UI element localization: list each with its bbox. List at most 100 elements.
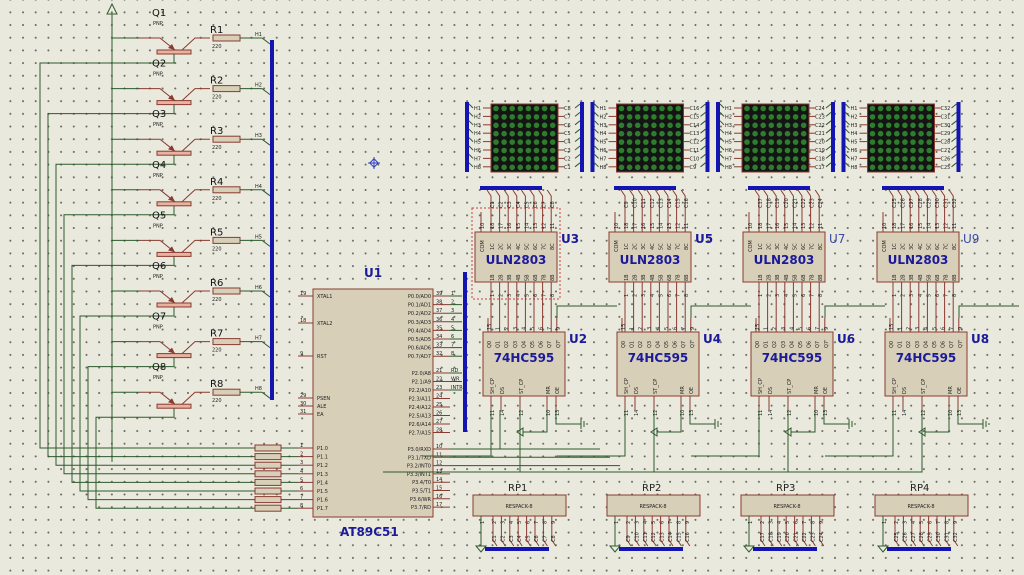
wire[interactable]	[468, 112, 474, 117]
clock-wire[interactable]	[825, 410, 894, 457]
pin[interactable]	[763, 189, 769, 232]
clock-wire[interactable]	[557, 410, 626, 457]
base-wire[interactable]	[79, 307, 255, 492]
pin[interactable]	[768, 516, 774, 547]
pin[interactable]	[922, 189, 928, 232]
wire[interactable]	[951, 137, 957, 142]
latch-wire[interactable]	[785, 410, 923, 473]
clock-wire[interactable]	[423, 410, 492, 457]
pin[interactable]	[629, 189, 635, 232]
driver-U5[interactable]: 10COMC9181C1B1C10172C2B2C11163C3B3C12154…	[608, 186, 713, 332]
wire[interactable]	[825, 162, 832, 168]
base-wire[interactable]	[71, 256, 255, 483]
pin[interactable]	[814, 189, 820, 232]
wire[interactable]	[594, 120, 599, 126]
shift-register-U6[interactable]: 15Q01Q12Q23Q34Q45Q56Q67Q79Q7'U674HC595SH…	[651, 305, 885, 473]
wire[interactable]	[574, 103, 581, 109]
base-wire[interactable]	[63, 205, 255, 475]
oe-wire[interactable]	[555, 410, 581, 425]
wire[interactable]	[951, 120, 957, 126]
pin[interactable]	[643, 516, 649, 547]
pin[interactable]	[668, 516, 674, 547]
pin[interactable]	[654, 189, 660, 232]
wire[interactable]	[594, 128, 599, 134]
pin[interactable]	[810, 516, 816, 547]
pin[interactable]	[542, 516, 548, 547]
resistor-wire[interactable]	[240, 290, 271, 298]
wire[interactable]	[845, 162, 850, 168]
collector-lead[interactable]	[181, 88, 210, 101]
pin[interactable]	[936, 516, 942, 547]
wire[interactable]	[719, 137, 725, 142]
wire[interactable]	[951, 145, 957, 151]
shift-register-U8[interactable]: 15Q01Q12Q23Q34Q45Q56Q67Q79Q7'U874HC595SH…	[785, 305, 1019, 473]
pin[interactable]	[538, 189, 544, 232]
wire[interactable]	[845, 154, 850, 159]
wire[interactable]	[468, 145, 474, 151]
shift-register-U4[interactable]: 15Q01Q12Q23Q34Q45Q56Q67Q79Q7'U474HC595SH…	[517, 305, 751, 473]
wire[interactable]	[825, 137, 832, 142]
pin[interactable]	[672, 189, 678, 232]
resistor-wire[interactable]	[240, 239, 271, 247]
wire[interactable]	[825, 154, 832, 159]
pin[interactable]	[780, 189, 786, 232]
wire[interactable]	[594, 112, 599, 117]
wire[interactable]	[468, 103, 474, 109]
wire[interactable]	[594, 162, 599, 168]
base-wire[interactable]	[47, 104, 255, 458]
pin[interactable]	[797, 189, 803, 232]
pin[interactable]	[620, 189, 626, 232]
pin[interactable]	[785, 516, 791, 547]
pin[interactable]	[794, 516, 800, 547]
wire[interactable]	[951, 103, 957, 109]
resistor-wire[interactable]	[240, 391, 271, 399]
collector-lead[interactable]	[181, 189, 210, 203]
pin[interactable]	[931, 189, 937, 232]
wire[interactable]	[594, 103, 599, 109]
wire[interactable]	[951, 128, 957, 134]
pin[interactable]	[894, 516, 900, 547]
wire[interactable]	[700, 103, 706, 109]
wire[interactable]	[594, 154, 599, 159]
pin[interactable]	[905, 189, 911, 232]
shift-register-U2[interactable]: 15Q01Q12Q23Q34Q45Q56Q67Q79Q7'U274HC595SH…	[383, 305, 617, 473]
pin[interactable]	[663, 189, 669, 232]
pin[interactable]	[646, 189, 652, 232]
wire[interactable]	[719, 128, 725, 134]
pin[interactable]	[802, 516, 808, 547]
wire[interactable]	[468, 154, 474, 159]
pin[interactable]	[660, 516, 666, 547]
base-wire[interactable]	[39, 54, 255, 449]
selection-box[interactable]	[471, 207, 561, 300]
pin[interactable]	[919, 516, 925, 547]
wire[interactable]	[574, 162, 581, 168]
collector-lead[interactable]	[181, 37, 210, 51]
driver-U3[interactable]: 10COMC1181C1B1C2172C2B2C3163C3B3C4154C4B…	[471, 186, 579, 332]
collector-lead[interactable]	[181, 341, 210, 354]
pin[interactable]	[819, 516, 825, 547]
pin[interactable]	[551, 516, 557, 547]
wire[interactable]	[845, 137, 850, 142]
wire[interactable]	[574, 112, 581, 117]
wire[interactable]	[719, 154, 725, 159]
pin[interactable]	[512, 189, 518, 232]
cascade-wire[interactable]	[958, 305, 1019, 318]
pin[interactable]	[777, 516, 783, 547]
cascade-wire[interactable]	[556, 305, 617, 318]
wire[interactable]	[845, 103, 850, 109]
base-wire[interactable]	[55, 155, 255, 466]
collector-lead[interactable]	[181, 391, 210, 405]
wire[interactable]	[719, 120, 725, 126]
pin[interactable]	[897, 189, 903, 232]
pin[interactable]	[928, 516, 934, 547]
cascade-wire[interactable]	[690, 305, 751, 318]
pin[interactable]	[685, 516, 691, 547]
pin[interactable]	[888, 189, 894, 232]
wire[interactable]	[574, 128, 581, 134]
